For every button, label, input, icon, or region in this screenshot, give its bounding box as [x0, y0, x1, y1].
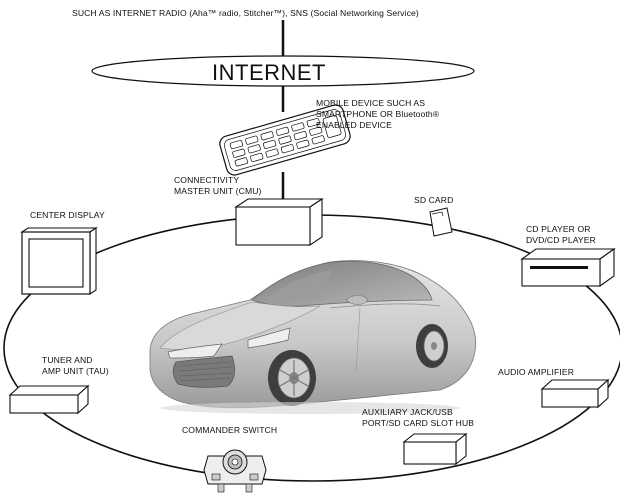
mobile-label-line1: MOBILE DEVICE SUCH AS — [316, 98, 426, 108]
commander-switch-label: COMMANDER SWITCH — [182, 425, 278, 435]
cmu-label: CONNECTIVITY MASTER UNIT (CMU) — [174, 175, 261, 197]
sd-card-label: SD CARD — [414, 195, 454, 205]
center-display-label: CENTER DISPLAY — [30, 210, 105, 220]
cd-player-label: CD PLAYER OR DVD/CD PLAYER — [526, 224, 596, 246]
audio-amplifier-label: AUDIO AMPLIFIER — [498, 367, 574, 377]
cmu-box-icon — [234, 197, 324, 247]
cmu-label-line1: CONNECTIVITY — [174, 175, 240, 185]
cd-player-icon — [520, 247, 616, 288]
tuner-label-line1: TUNER AND — [42, 355, 93, 365]
mobile-device-label: MOBILE DEVICE SUCH AS SMARTPHONE OR Blue… — [316, 98, 439, 131]
cd-label-line2: DVD/CD PLAYER — [526, 235, 596, 245]
internet-cloud-ellipse — [91, 55, 475, 87]
mobile-label-line2: SMARTPHONE OR Bluetooth® — [316, 109, 440, 119]
commander-knob-icon — [203, 449, 267, 493]
aux-label-line2: PORT/SD CARD SLOT HUB — [362, 418, 475, 428]
mobile-label-line3: ENABLED DEVICE — [316, 120, 392, 130]
aux-hub-label: AUXILIARY JACK/USB PORT/SD CARD SLOT HUB — [362, 407, 474, 429]
cd-label-line1: CD PLAYER OR — [526, 224, 591, 234]
sd-card-icon — [429, 207, 453, 237]
amplifier-box-icon — [540, 378, 610, 409]
car-illustration — [149, 260, 477, 414]
aux-hub-box-icon — [402, 432, 468, 466]
tuner-box-icon — [8, 384, 90, 415]
internet-label: INTERNET — [212, 60, 326, 85]
aux-label-line1: AUXILIARY JACK/USB — [362, 407, 453, 417]
tuner-label: TUNER AND AMP UNIT (TAU) — [42, 355, 109, 377]
display-monitor-icon — [20, 226, 98, 296]
top-caption: SUCH AS INTERNET RADIO (Aha™ radio, Stit… — [72, 8, 419, 18]
tuner-label-line2: AMP UNIT (TAU) — [42, 366, 109, 376]
mobile-phone-icon — [219, 104, 351, 176]
cmu-label-line2: MASTER UNIT (CMU) — [174, 186, 262, 196]
